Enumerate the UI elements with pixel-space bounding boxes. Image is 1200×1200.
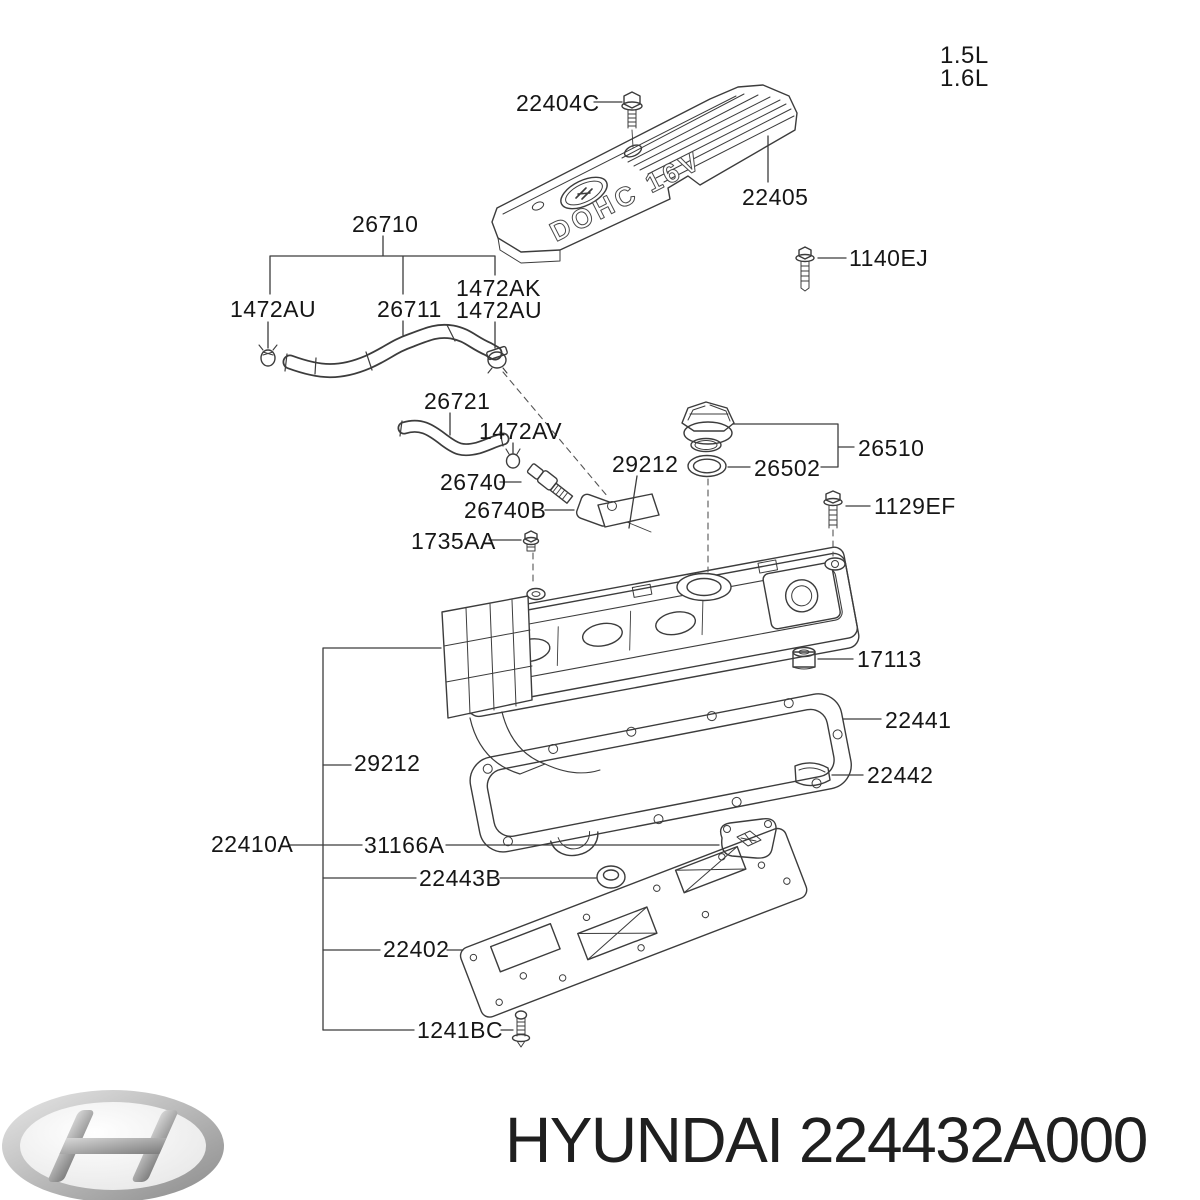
part-label-29212-left: 29212 — [354, 750, 421, 776]
hose-clamp-1472au-left-icon — [258, 344, 278, 367]
part-label-22441: 22441 — [885, 707, 952, 733]
part-label-29212-top: 29212 — [612, 451, 679, 477]
part-label-22443b: 22443B — [419, 865, 502, 891]
part-label-26502: 26502 — [754, 455, 821, 481]
bolt-1129ef-drawing — [823, 490, 843, 529]
grommet-17113-drawing — [792, 646, 816, 670]
bolt-1140ej-drawing — [795, 246, 815, 292]
valve-cover-drawing — [441, 493, 860, 775]
hose-clamp-1472ak-right-icon — [486, 345, 508, 374]
part-label-26711: 26711 — [377, 296, 442, 322]
cover-bolt-drawing — [621, 91, 643, 148]
part-label-1472au-right: 1472AU — [456, 297, 543, 323]
part-label-22442: 22442 — [867, 762, 934, 788]
footer-part-number-text: HYUNDAI 224432A000 — [505, 1104, 1148, 1176]
engine-option-1-5l: 1.5L — [940, 42, 989, 69]
filler-cap-oring-drawing — [687, 454, 727, 478]
screw-1241bc-drawing — [511, 1010, 531, 1048]
vent-hose-26721-drawing — [397, 419, 510, 457]
half-moon-seal-22442-drawing — [794, 762, 831, 787]
part-label-1241bc: 1241BC — [417, 1017, 504, 1043]
engine-option-1-6l: 1.6L — [940, 65, 989, 92]
part-label-1472av: 1472AV — [479, 418, 563, 444]
part-label-1129ef: 1129EF — [874, 493, 956, 519]
cover-hyundai-logo-icon — [560, 176, 608, 210]
assembly-dashed-lines — [502, 371, 834, 587]
part-label-17113: 17113 — [857, 646, 922, 672]
breather-hose-26711-drawing — [282, 323, 503, 379]
leader-lines — [267, 101, 882, 1031]
part-label-1735aa: 1735AA — [411, 528, 496, 554]
part-label-31166a: 31166A — [364, 832, 445, 858]
part-label-1472au-left: 1472AU — [230, 296, 317, 322]
part-label-22402: 22402 — [383, 936, 450, 962]
part-label-22405: 22405 — [742, 184, 809, 210]
oil-filler-cap-drawing — [681, 401, 735, 453]
part-label-1472ak: 1472AK — [456, 275, 541, 301]
cover-badge-text: DOHC 16V — [545, 145, 707, 248]
pcv-valve-26740-drawing — [526, 463, 574, 504]
hyundai-logo — [2, 1090, 224, 1200]
part-label-22404c: 22404C — [516, 90, 600, 116]
part-label-26710: 26710 — [352, 211, 419, 237]
part-label-26740: 26740 — [440, 469, 507, 495]
part-label-26721: 26721 — [424, 388, 491, 414]
part-label-1140ej: 1140EJ — [849, 245, 929, 271]
part-label-26740b: 26740B — [464, 497, 547, 523]
hose-clamp-1472av-icon — [505, 448, 521, 469]
part-label-26510: 26510 — [858, 435, 925, 461]
part-label-22410a: 22410A — [211, 831, 294, 857]
bolt-1735aa-drawing — [522, 530, 540, 552]
grommet-22443b-drawing — [596, 865, 626, 889]
baffle-plate-drawing — [459, 827, 808, 1018]
valve-cover-gasket-drawing — [469, 693, 852, 857]
